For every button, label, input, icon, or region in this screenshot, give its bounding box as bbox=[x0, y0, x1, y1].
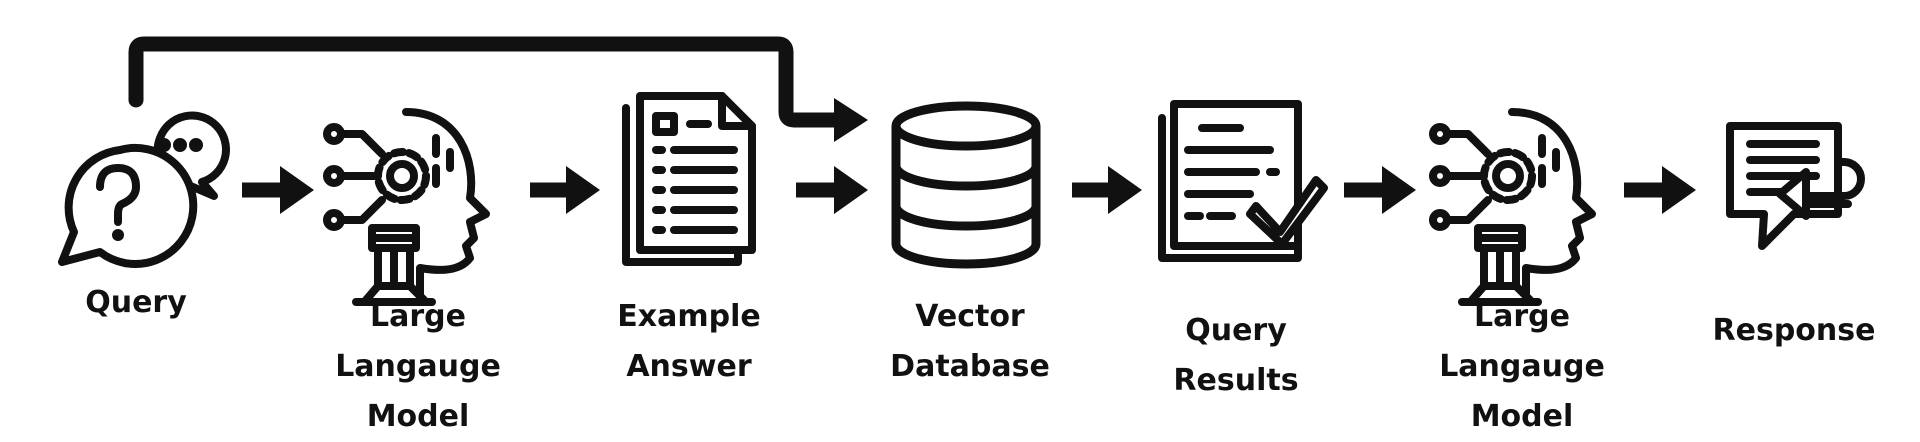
edge-llm-to-example-answer bbox=[530, 166, 600, 214]
node-label-large-language-model: Large Langauge Model bbox=[335, 299, 501, 434]
node-label-example-answer: Example Answer bbox=[617, 299, 761, 384]
database-icon bbox=[891, 101, 1041, 269]
node-label-query-results: Query Results bbox=[1173, 313, 1299, 398]
response-chat-icon bbox=[1726, 122, 1865, 250]
edge-example-answer-to-vector-database bbox=[796, 166, 868, 214]
edge-vector-database-to-query-results bbox=[1072, 166, 1142, 214]
edge-llm-to-response bbox=[1624, 166, 1696, 214]
edge-query-to-vector-database bbox=[128, 36, 868, 142]
ai-head-gear-icon bbox=[1433, 112, 1592, 302]
node-label-response: Response bbox=[1712, 313, 1876, 348]
arrowhead-top bbox=[834, 98, 868, 142]
ai-head-gear-icon bbox=[327, 112, 486, 302]
checked-document-icon bbox=[1158, 100, 1328, 262]
document-icon bbox=[622, 92, 756, 266]
node-label-large-language-model: Large Langauge Model bbox=[1439, 299, 1605, 434]
question-chat-icon bbox=[58, 111, 230, 268]
node-label-vector-database: Vector Database bbox=[890, 299, 1050, 384]
edge-query-to-llm bbox=[242, 166, 314, 214]
node-label-query: Query bbox=[85, 285, 187, 320]
edge-query-results-to-llm bbox=[1344, 166, 1416, 214]
